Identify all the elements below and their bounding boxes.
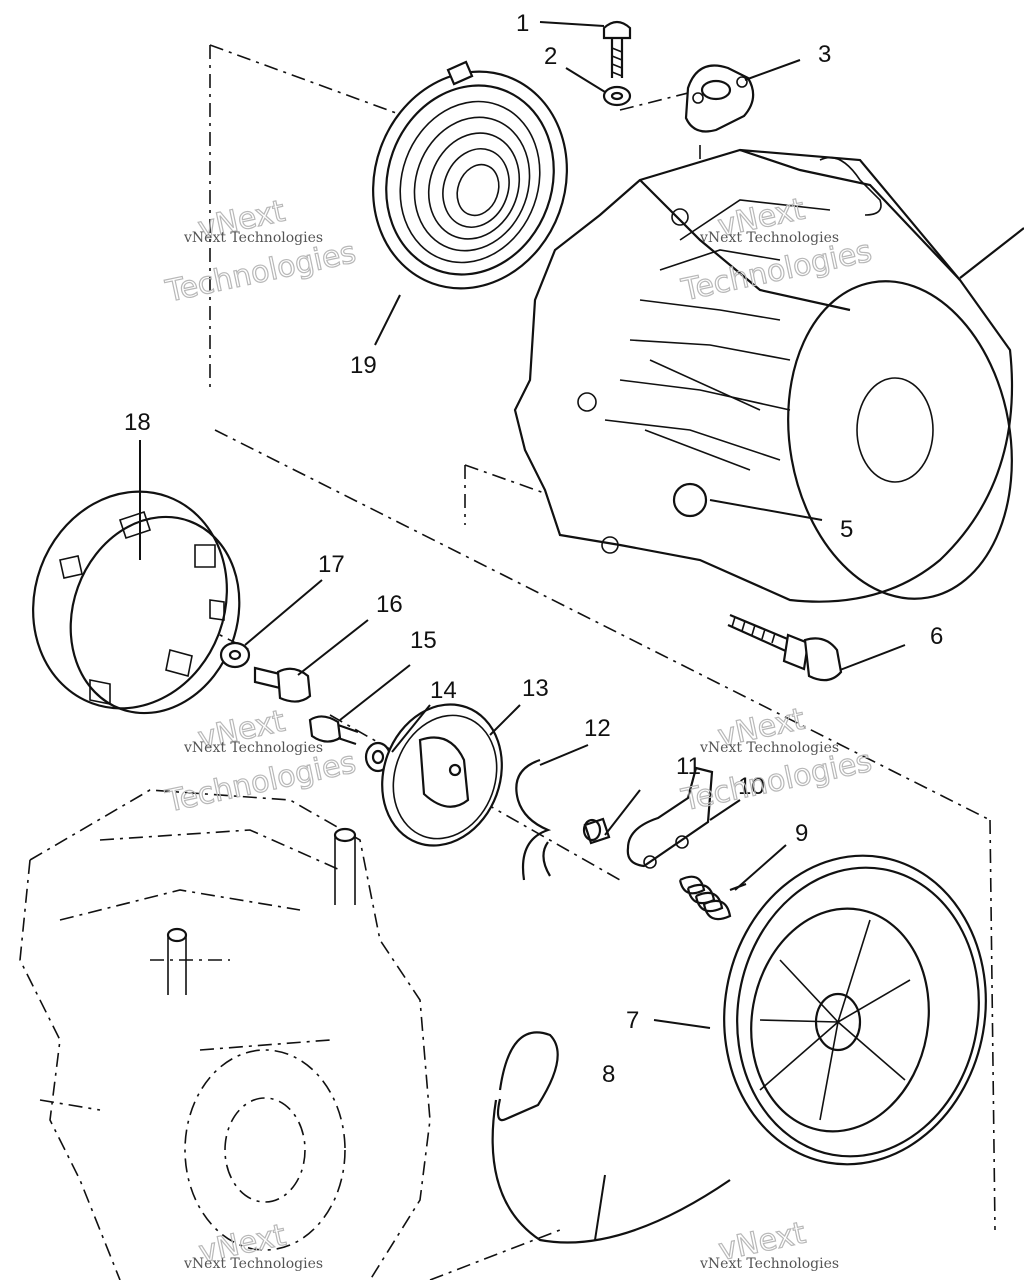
- part-19-recoil-spring: [372, 60, 568, 290]
- part-8-rope: [491, 1031, 731, 1244]
- engine-crankcase-outline: [19, 789, 431, 1280]
- part-12-clip: [515, 758, 552, 881]
- callout-8: 8: [602, 1061, 615, 1088]
- svg-text:Technologies: Technologies: [162, 235, 359, 310]
- callout-14: 14: [430, 677, 457, 704]
- svg-text:Technologies: Technologies: [162, 745, 359, 820]
- part-1-bolt: [602, 20, 632, 78]
- watermark-bottom-right: vNext vNext Technologies: [699, 1215, 839, 1272]
- part-15-bolt: [308, 715, 359, 746]
- callout-13: 13: [522, 675, 549, 702]
- callout-7: 7: [626, 1007, 639, 1034]
- callout-9: 9: [795, 820, 808, 847]
- watermark-top-left: vNext vNext Technologies Technologies: [162, 193, 360, 310]
- svg-text:vNext Technologies: vNext Technologies: [699, 1256, 839, 1272]
- part-17-washer: [219, 641, 251, 669]
- callout-3: 3: [818, 41, 831, 68]
- leader-lines: [139, 21, 906, 1241]
- svg-text:vNext Technologies: vNext Technologies: [699, 230, 839, 246]
- callout-12: 12: [584, 715, 611, 742]
- part-6-bolt: [727, 613, 843, 682]
- starter-housing: [513, 148, 1024, 603]
- callout-labels: 1 2 3 5 6 7 8 9 10 11 12 13 14 15 16 17 …: [124, 10, 943, 1088]
- callout-10: 10: [738, 773, 765, 800]
- part-7-pulley: [723, 854, 987, 1166]
- part-9-spring: [678, 875, 747, 921]
- svg-text:vNext Technologies: vNext Technologies: [183, 1256, 323, 1272]
- part-2-washer: [602, 85, 632, 107]
- watermark-bottom-left: vNext vNext Technologies: [183, 1217, 323, 1272]
- part-16-bolt: [253, 666, 312, 703]
- callout-18: 18: [124, 409, 151, 436]
- callout-17: 17: [318, 551, 345, 578]
- callout-6: 6: [930, 623, 943, 650]
- svg-text:vNext Technologies: vNext Technologies: [183, 230, 323, 246]
- svg-text:vNext Technologies: vNext Technologies: [699, 740, 839, 756]
- callout-16: 16: [376, 591, 403, 618]
- part-18-cup: [32, 490, 241, 715]
- callout-2: 2: [544, 43, 557, 70]
- part-10-pawl: [626, 766, 714, 869]
- callout-5: 5: [840, 516, 853, 543]
- callout-1: 1: [516, 10, 529, 37]
- part-3-rope-guide: [684, 64, 755, 133]
- callout-19: 19: [350, 352, 377, 379]
- part-13-friction-plate: [381, 703, 503, 847]
- callout-11: 11: [676, 753, 701, 780]
- callout-15: 15: [410, 627, 437, 654]
- watermark-mid-right: vNext vNext Technologies Technologies: [677, 701, 875, 819]
- svg-text:vNext Technologies: vNext Technologies: [183, 740, 323, 756]
- part-11-bushing: [582, 817, 611, 845]
